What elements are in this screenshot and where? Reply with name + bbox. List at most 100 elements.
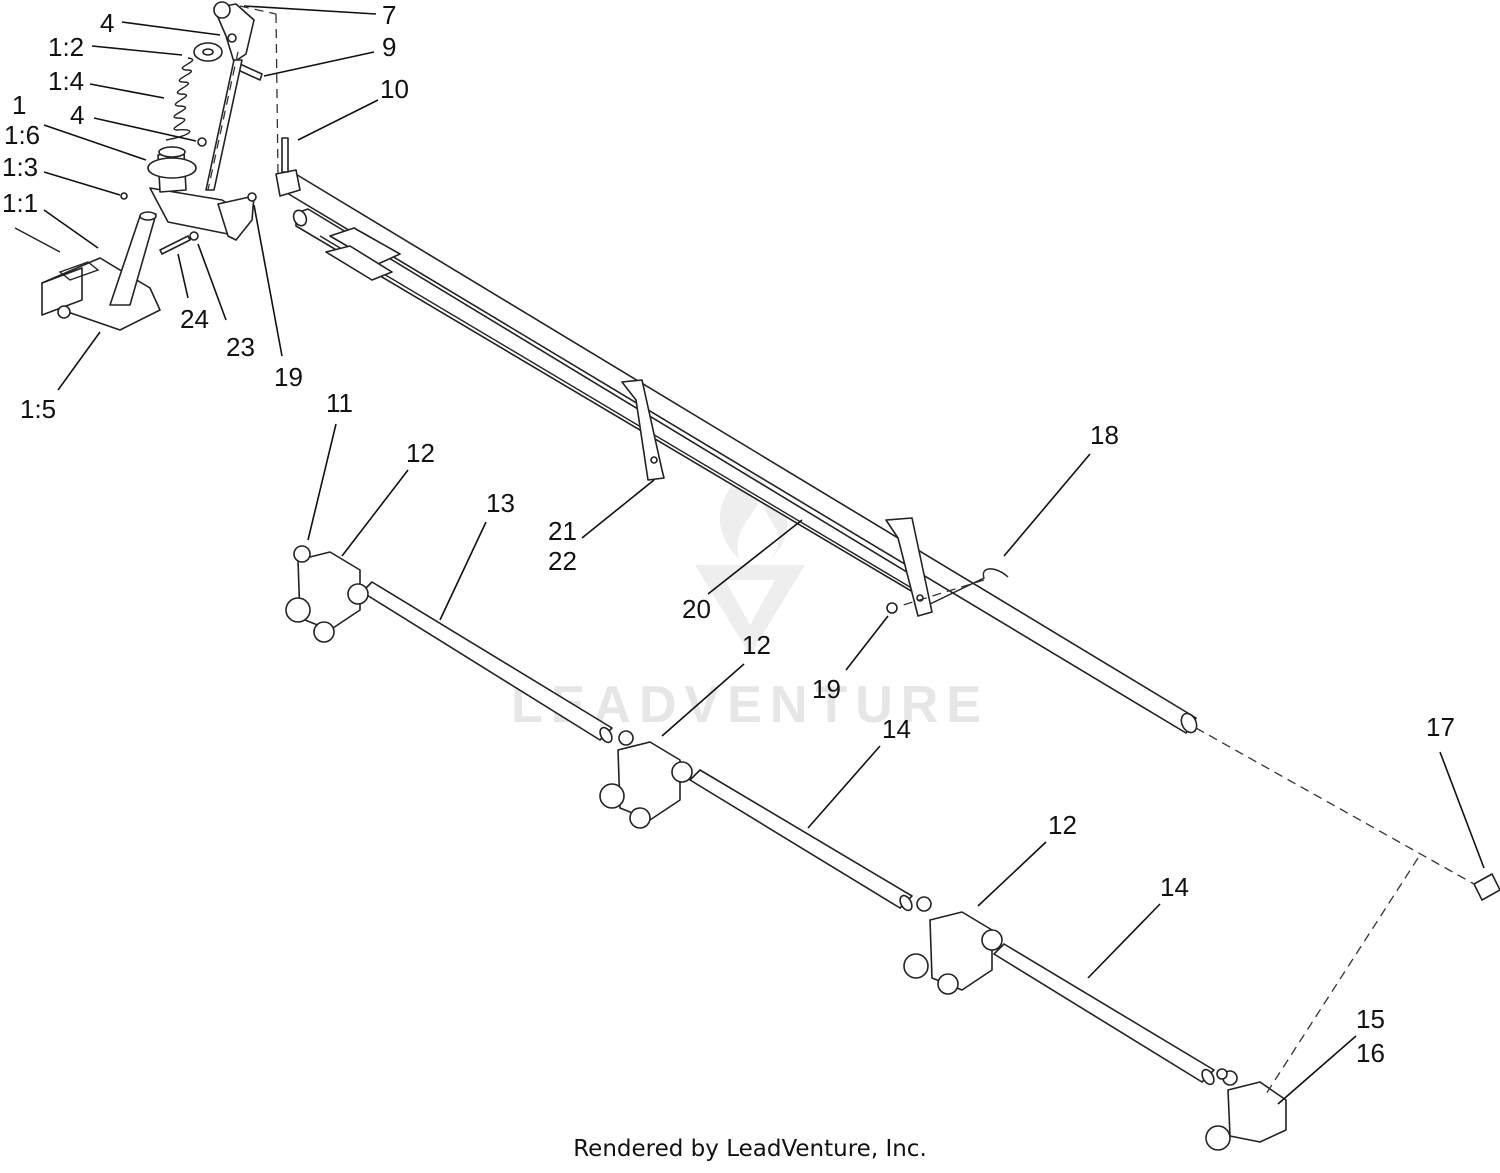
pin-1-3 — [120, 192, 128, 200]
lower-rail-end — [292, 209, 308, 227]
nozzle-c-cap — [903, 953, 929, 979]
leader-19a — [253, 204, 283, 357]
callout-18: 18 — [1090, 420, 1119, 450]
boom-frame — [275, 137, 1198, 734]
spray-boom — [285, 545, 1500, 1151]
tube-14-b — [993, 943, 1215, 1083]
bolt-24 — [159, 235, 191, 255]
callout-24: 24 — [180, 304, 209, 334]
sleeve-collar — [147, 157, 197, 179]
callout-1-2: 1:2 — [48, 32, 84, 62]
leader-9 — [263, 51, 375, 77]
hook-18 — [929, 568, 1009, 605]
callout-19-top: 19 — [274, 362, 303, 392]
leader-1-3 — [43, 171, 121, 196]
rail-detail — [319, 235, 916, 591]
leader-11 — [307, 423, 337, 541]
nozzle-body-a — [285, 545, 369, 643]
nozzle-d-cap — [1205, 1125, 1231, 1151]
dash-handle-to-pivot — [239, 5, 277, 15]
nozzle-a-cap — [285, 597, 311, 623]
leader-1-4 — [89, 83, 165, 99]
leader-4b — [93, 117, 197, 142]
leader-lines — [43, 5, 1485, 1105]
pivot-bracket — [275, 169, 301, 197]
callout-14-first: 14 — [882, 714, 911, 744]
nozzle-b-cap2 — [629, 807, 651, 829]
callout-12-second: 12 — [742, 630, 771, 660]
nozzle-body-d — [1205, 1068, 1287, 1151]
sleeve-top — [158, 146, 186, 158]
nozzle-b-body — [617, 741, 681, 821]
end-cap-17 — [1473, 873, 1500, 901]
leader-12b — [661, 663, 745, 737]
nozzle-body-c — [903, 896, 1003, 995]
leader-12c — [977, 841, 1047, 907]
base-knob — [57, 305, 71, 319]
leader-15 — [1277, 1035, 1357, 1105]
nozzle-a-cap2 — [313, 621, 335, 643]
nozzle-c-cap2 — [937, 973, 959, 995]
lower-rail — [295, 208, 926, 596]
callout-7: 7 — [382, 0, 396, 30]
leader-17 — [1439, 751, 1485, 869]
callout-9: 9 — [382, 32, 396, 62]
upper-rail-end — [1180, 712, 1198, 734]
callout-22: 22 — [548, 546, 577, 576]
nut-19-top — [247, 192, 257, 202]
vertical-rod — [205, 59, 243, 191]
leader-19b — [845, 615, 889, 671]
leader-12a — [341, 469, 409, 557]
nut-4-mid — [197, 137, 207, 147]
callout-13: 13 — [486, 488, 515, 518]
leader-4a — [121, 21, 221, 36]
hanger-bracket-b — [885, 517, 933, 617]
dash-rail-to-cap — [1195, 727, 1475, 885]
nozzle-c-clamp — [981, 929, 1003, 951]
callouts: 4 1:2 1:4 4 1 1:6 1:3 1:1 24 23 19 1:5 7… — [2, 0, 1455, 1068]
tube-13-end — [599, 726, 613, 744]
pin-9 — [237, 63, 263, 81]
hanger-hole-a — [650, 456, 658, 464]
leader-18 — [1003, 453, 1091, 557]
washer-hole — [202, 48, 214, 56]
alignment-lines — [207, 5, 1475, 1095]
dash-rod — [207, 51, 239, 191]
callout-1-3: 1:3 — [2, 152, 38, 182]
nozzle-b-cap — [599, 783, 625, 809]
dash-cap-to-nozzle — [1265, 857, 1419, 1095]
tube-13 — [361, 581, 613, 741]
leader-1-6 — [43, 124, 147, 161]
base-slot — [58, 261, 100, 281]
tube-14-a-end — [899, 894, 913, 912]
pin-10 — [281, 137, 289, 173]
watermark-v-icon — [695, 565, 805, 655]
callout-21: 21 — [548, 516, 577, 546]
slide-plate-lower — [325, 245, 393, 281]
leader-23 — [197, 243, 227, 321]
rod-left — [14, 227, 61, 253]
callout-14-second: 14 — [1160, 872, 1189, 902]
leader-1-1 — [43, 209, 99, 249]
nozzle-c-body — [929, 911, 993, 991]
callout-1-6: 1:6 — [4, 120, 40, 150]
callout-1-5: 1:5 — [20, 394, 56, 424]
leader-20 — [707, 519, 803, 595]
nozzle-d-body — [1227, 1081, 1287, 1143]
spring — [165, 57, 194, 141]
callout-4-top: 4 — [100, 8, 114, 38]
callout-12-first: 12 — [406, 438, 435, 468]
hanger-bracket-a — [621, 379, 665, 481]
tube-14-a — [689, 769, 913, 909]
callout-20: 20 — [682, 594, 711, 624]
tube-14-b-end — [1201, 1068, 1215, 1086]
dash-pivot-down — [275, 13, 279, 175]
leader-13 — [439, 521, 487, 621]
render-credit: Rendered by LeadVenture, Inc. — [573, 1136, 927, 1162]
leader-24 — [177, 253, 189, 299]
nozzle-a-clamp — [347, 583, 369, 605]
nozzle-b-gauge — [618, 730, 634, 746]
callout-17: 17 — [1426, 712, 1455, 742]
callout-1-1: 1:1 — [2, 188, 38, 218]
leader-14a — [807, 745, 881, 829]
